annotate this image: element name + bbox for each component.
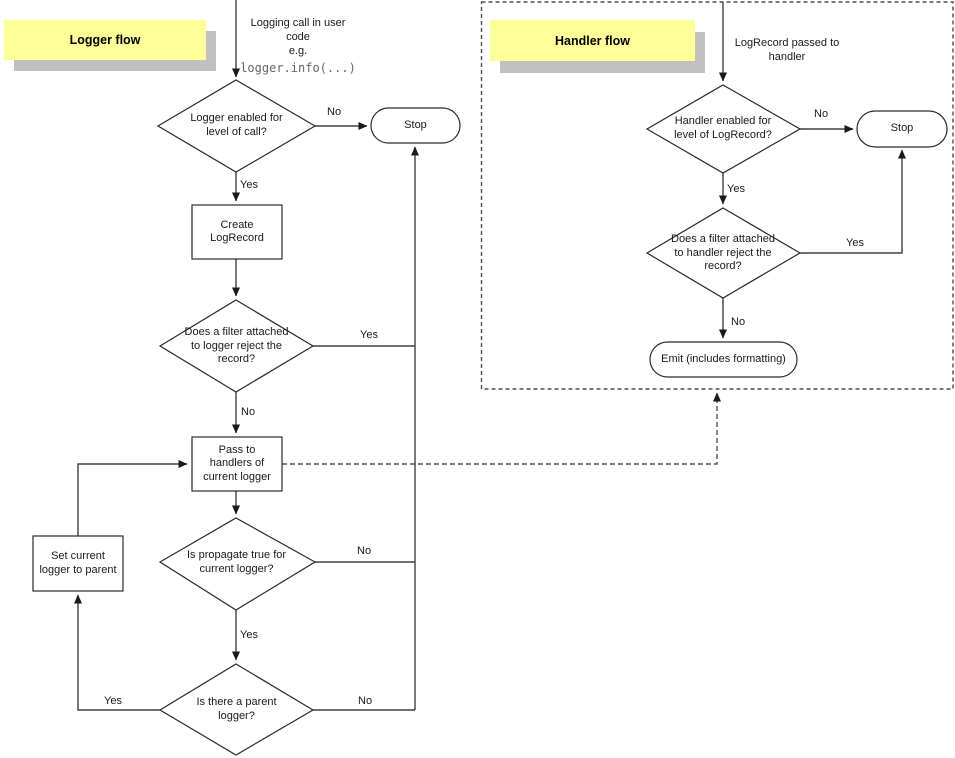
connector-set-to-pass (77, 460, 188, 536)
decision-handler-filter-shape (645, 207, 802, 299)
edge-label-handler-enabled-yes: Yes (727, 183, 745, 195)
decision-logger-enabled-shape (156, 79, 317, 173)
process-set-current-logger-label: Set current logger to parent (39, 550, 117, 576)
decision-parent-logger-shape (158, 663, 315, 756)
edge-label-propagate-yes: Yes (240, 629, 258, 641)
process-create-logrecord-shape (191, 204, 283, 260)
decision-handler-enabled-label: Handler enabled for level of LogRecord? (674, 115, 772, 141)
decision-handler-enabled-shape (645, 84, 802, 174)
connector-pass-to-handler-flow (282, 392, 721, 465)
edge-label-handler-filter-yes: Yes (846, 237, 864, 249)
edge-label-logger-enabled-yes: Yes (240, 179, 258, 191)
terminal-emit-shape (649, 341, 798, 378)
decision-logger-filter-shape (158, 299, 315, 393)
connector-parent-yes-to-set (74, 594, 160, 711)
terminal-handler-stop-label: Stop (890, 122, 914, 135)
process-pass-handlers-shape (191, 436, 283, 492)
handler-flow-frame (480, 1, 954, 390)
edge-label-handler-filter-no: No (731, 316, 746, 328)
process-set-current-logger-shape (32, 535, 124, 592)
terminal-handler-stop-shape (856, 110, 948, 148)
terminal-logger-stop-shape (370, 107, 461, 144)
logger-flow-banner: Logger flow (4, 20, 206, 60)
decision-logger-filter-label: Does a filter attached to logger reject … (184, 326, 289, 365)
edge-label-logger-filter-no: No (241, 406, 256, 418)
edge-label-handler-enabled-no: No (814, 108, 829, 120)
decision-logger-enabled-label: Logger enabled for level of call? (190, 112, 283, 138)
handler-flow-banner: Handler flow (490, 20, 695, 61)
edge-label-propagate-no: No (357, 545, 372, 557)
decision-parent-logger-label: Is there a parent logger? (196, 696, 277, 722)
decision-handler-filter-label: Does a filter attached to handler reject… (671, 233, 775, 272)
edge-label-logger-enabled-no: No (327, 106, 342, 118)
logger-start-code: logger.info(...) (240, 61, 356, 75)
handler-start-text: LogRecord passed to handler (734, 37, 840, 63)
connector-hfilter-yes-to-hstop (800, 149, 906, 254)
terminal-logger-stop-label: Stop (404, 118, 427, 131)
edge-label-logger-filter-yes: Yes (360, 329, 378, 341)
decision-propagate-shape (158, 517, 317, 611)
process-create-logrecord-label: Create LogRecord (210, 218, 264, 245)
process-pass-handlers-label: Pass to handlers of current logger (203, 443, 271, 483)
handler-flow-title: Handler flow (554, 33, 630, 48)
edge-label-parent-yes: Yes (104, 695, 122, 707)
edge-label-parent-no: No (358, 695, 373, 707)
logger-start-text: Logging call in user code e.g. (250, 17, 346, 57)
decision-propagate-label: Is propagate true for current logger? (186, 549, 287, 575)
terminal-emit-label: Emit (includes formatting) (661, 352, 786, 365)
logger-flow-title: Logger flow (69, 33, 141, 47)
